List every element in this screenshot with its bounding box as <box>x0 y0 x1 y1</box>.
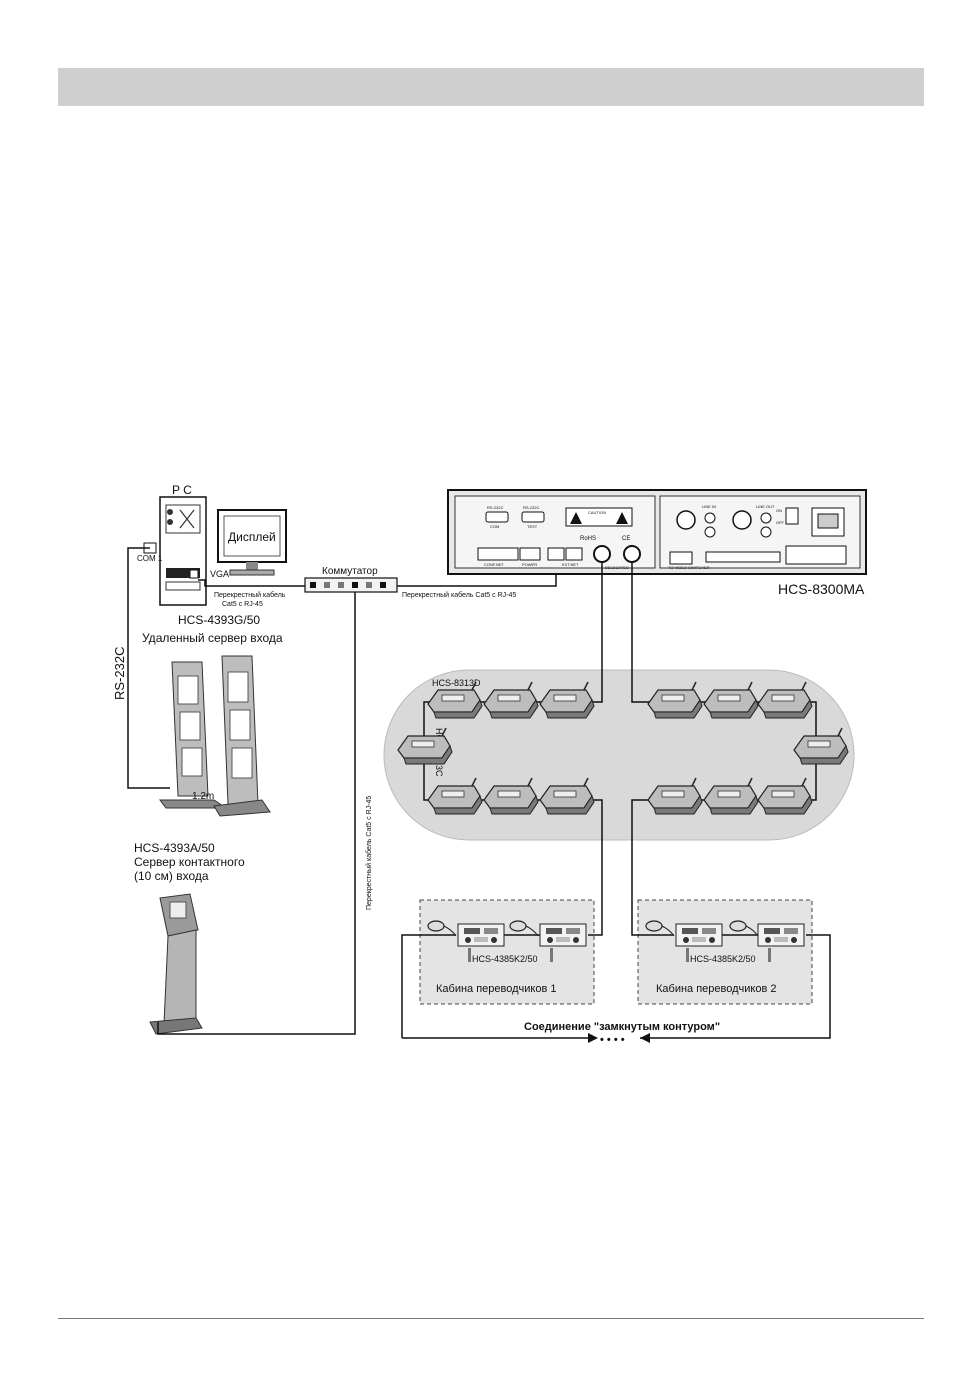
cross-cable-pc-label-2: Cat5 с RJ-45 <box>222 601 263 608</box>
panel-rs232-1: RS-232C <box>487 505 504 510</box>
panel-line-in: LINE IN <box>702 504 716 509</box>
gate-desc-label: Удаленный сервер входа <box>142 631 283 645</box>
kiosk-terminal <box>149 893 203 1035</box>
booth-area-2 <box>637 899 813 1005</box>
panel-on: ON <box>776 508 782 513</box>
kiosk-model-label: HCS-4393A/50 <box>134 841 215 855</box>
panel-rohs: RoHS <box>580 536 596 542</box>
network-switch <box>304 577 398 593</box>
distance-label: 1.2m <box>192 791 214 802</box>
footer-rule <box>58 1318 924 1319</box>
panel-ce: CE <box>622 536 630 542</box>
com1-label: COM 1 <box>137 554 163 563</box>
panel-caution: CAUTION <box>588 510 606 515</box>
panel-ext-net: EXT.NET <box>562 562 579 567</box>
kiosk-desc-label-2: (10 см) входа <box>134 869 209 883</box>
panel-line-out: LINE OUT <box>756 504 775 509</box>
loop-ellipsis: • • • • <box>600 1034 625 1046</box>
panel-rs232-2: RS-232C <box>523 505 540 510</box>
booth-2-label: Кабина переводчиков 2 <box>656 983 777 995</box>
main-unit-label: HCS-8300MA <box>778 581 865 597</box>
rs232-label: RS-232C <box>112 647 127 700</box>
booth-model-label-1: HCS-4385K2/50 <box>472 954 538 964</box>
loop-connection-label: Соединение "замкнутым контуром" <box>524 1021 720 1033</box>
panel-com: COM <box>490 524 499 529</box>
panel-conf-net: CONF.NET <box>484 562 505 567</box>
pc-label: P C <box>172 483 192 497</box>
booth-units <box>427 920 805 962</box>
panel-delegates: DELEGATES <box>605 565 629 570</box>
cross-cable-pc-label-1: Перекрестный кабель <box>214 591 286 599</box>
kiosk-desc-label-1: Сервер контактного <box>134 855 245 869</box>
delegate-unit-label: HCS-8313D <box>432 678 481 688</box>
pc-tower <box>143 496 207 606</box>
vertical-cable-label: Перекрестный кабель Cat5 с RJ-45 <box>365 796 373 910</box>
panel-to-video: TO VIDEO SWITCHER <box>668 565 710 570</box>
display-monitor <box>217 509 287 576</box>
booth-1-label: Кабина переводчиков 1 <box>436 983 557 995</box>
gate-model-label: HCS-4393G/50 <box>178 613 260 627</box>
gate-pillars <box>159 655 271 817</box>
header-bar <box>58 68 924 106</box>
booth-area-1 <box>419 899 595 1005</box>
panel-power: POWER <box>522 562 537 567</box>
panel-test: TEST <box>527 524 538 529</box>
booth-model-label-2: HCS-4385K2/50 <box>690 954 756 964</box>
vga-label: VGA <box>210 569 229 579</box>
cross-cable-main-label: Перекрестный кабель Cat5 с RJ-45 <box>402 591 516 599</box>
main-unit <box>447 489 867 575</box>
switch-label: Коммутатор <box>322 566 378 577</box>
display-label: Дисплей <box>228 530 276 544</box>
panel-off: OFF <box>776 520 785 525</box>
